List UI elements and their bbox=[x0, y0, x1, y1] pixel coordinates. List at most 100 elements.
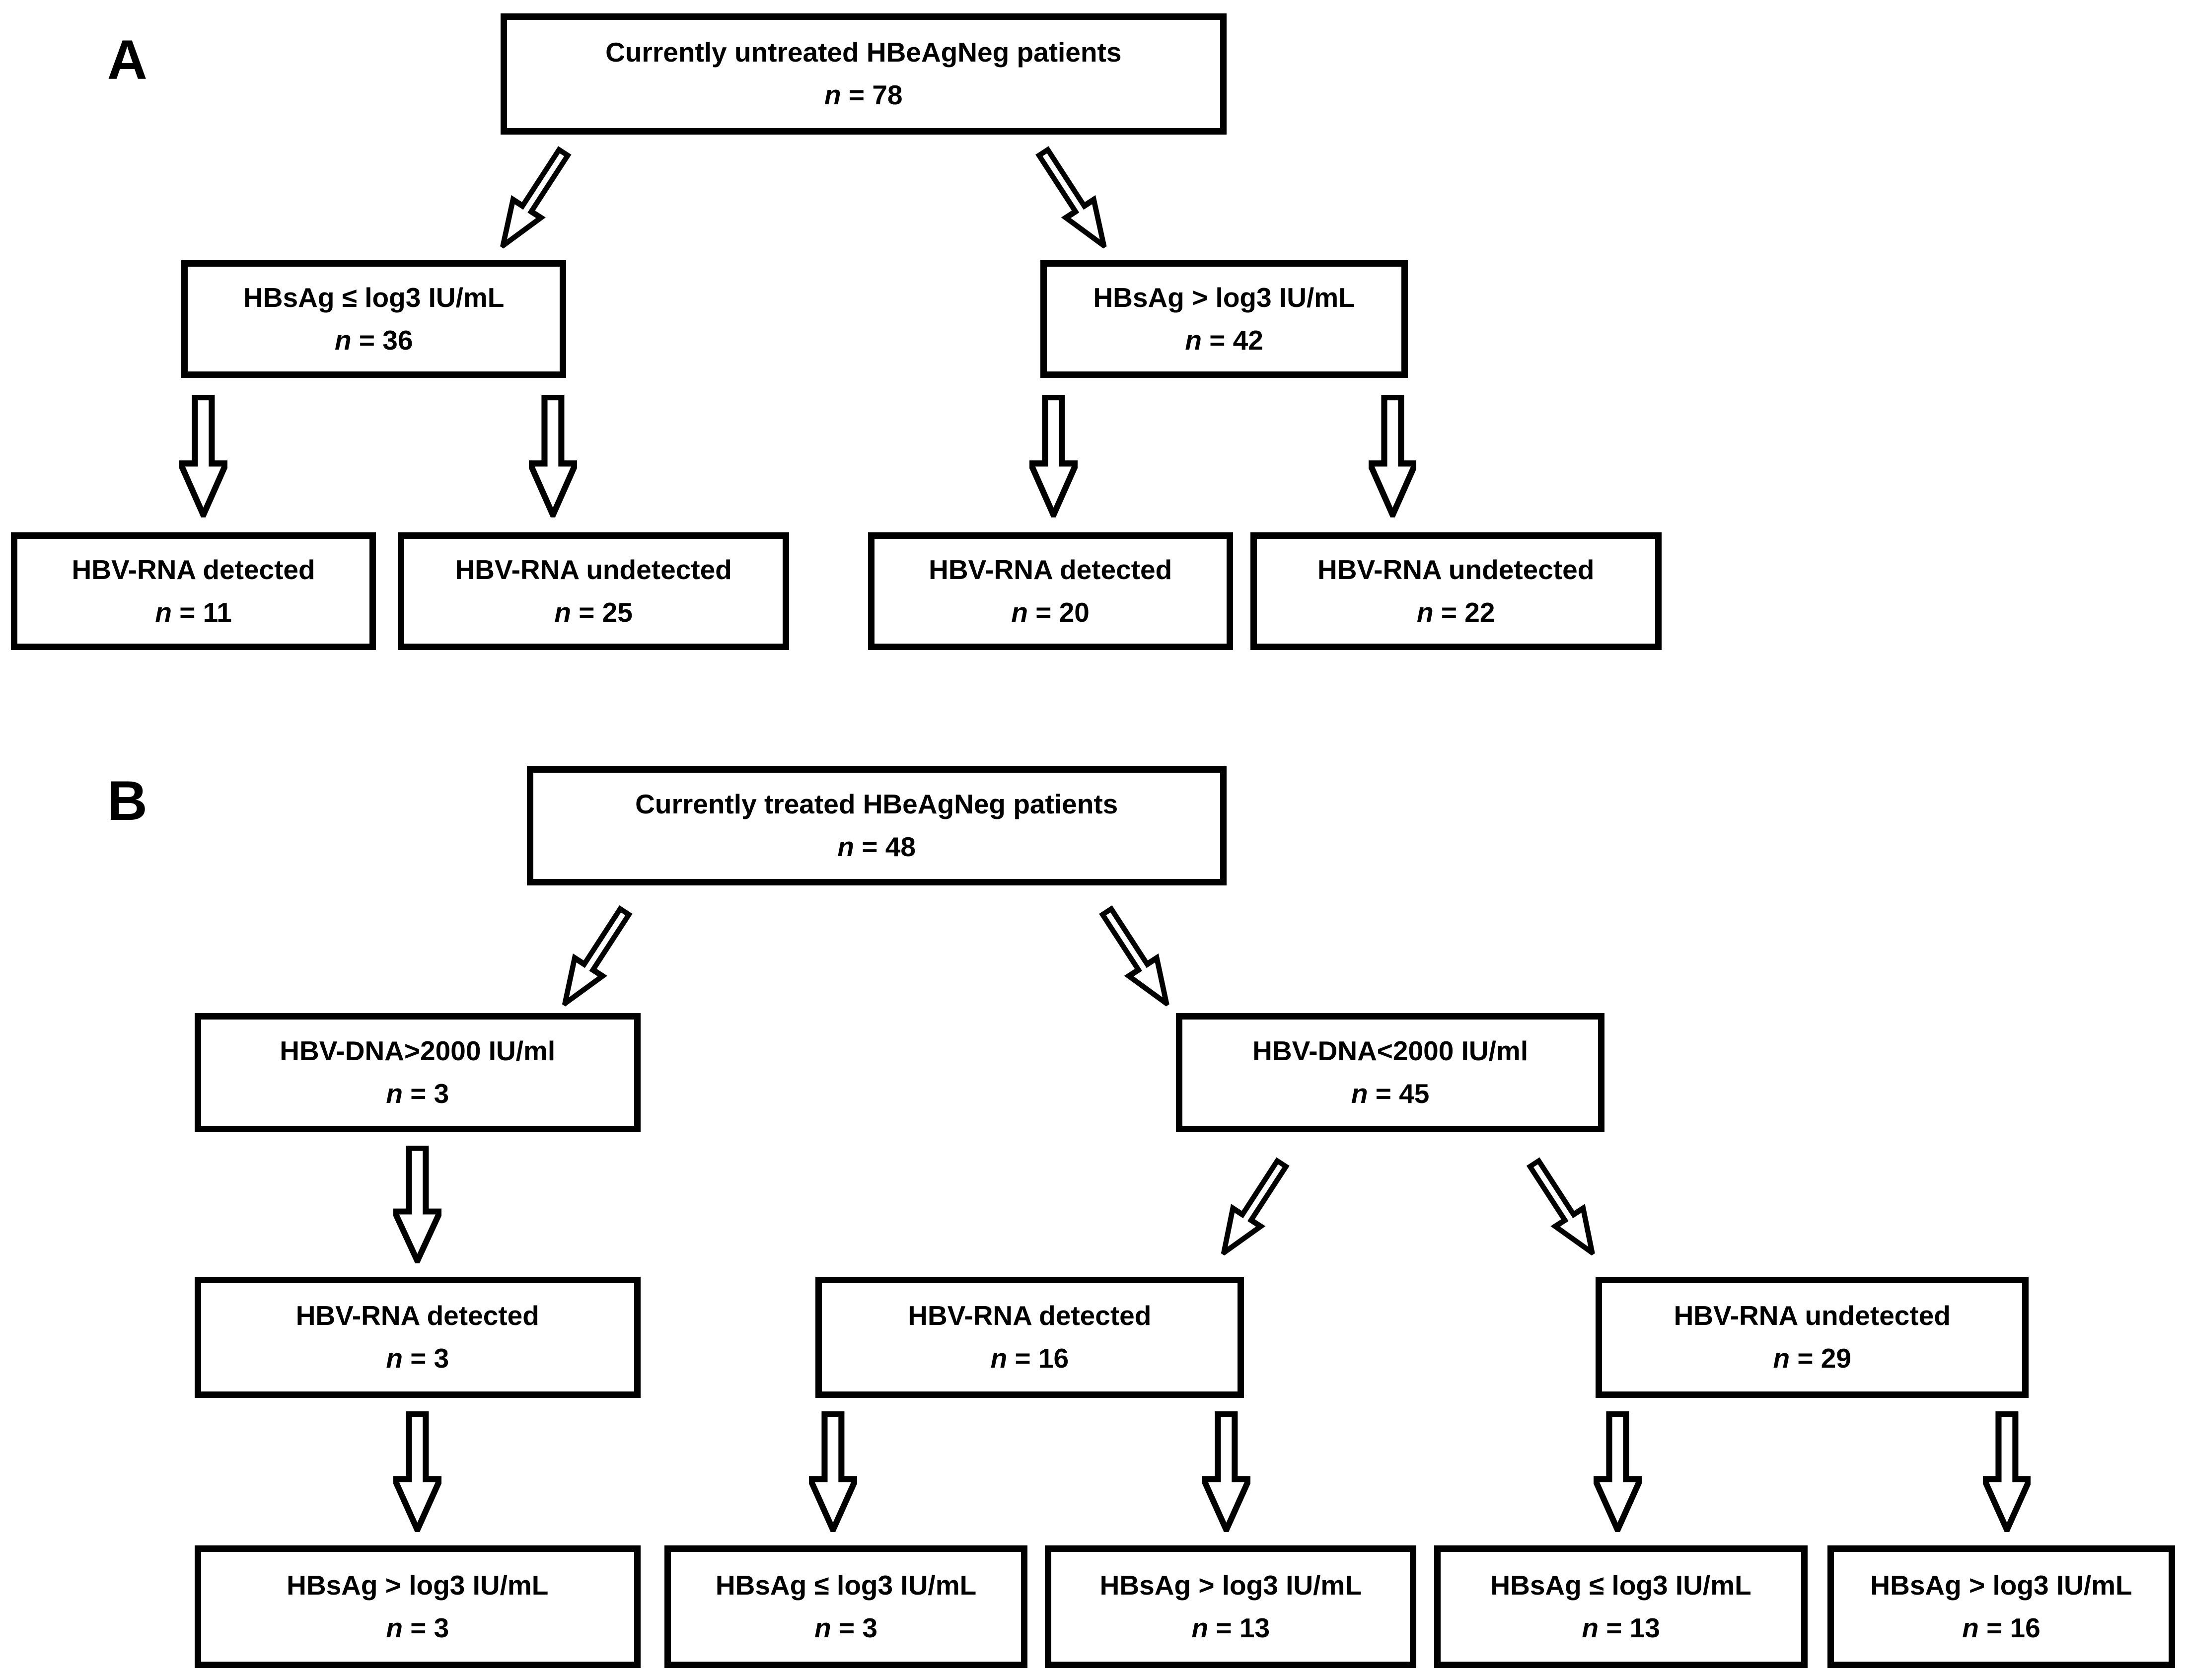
n-value: = 22 bbox=[1433, 596, 1495, 628]
flow-box-b-rna-undetected-29: HBV-RNA undetected n = 29 bbox=[1596, 1277, 2029, 1398]
diagonal-arrow-icon bbox=[1205, 1150, 1300, 1266]
n-symbol: n bbox=[386, 1078, 403, 1109]
box-count: n = 3 bbox=[814, 1612, 878, 1644]
n-value: = 36 bbox=[351, 324, 413, 356]
n-symbol: n bbox=[386, 1612, 403, 1643]
box-count: n = 29 bbox=[1773, 1343, 1851, 1374]
box-count: n = 78 bbox=[824, 79, 903, 111]
n-value: = 78 bbox=[841, 79, 903, 110]
n-symbol: n bbox=[386, 1342, 403, 1374]
flow-box-b-rna-detected-3: HBV-RNA detected n = 3 bbox=[194, 1277, 641, 1398]
flow-box-a-high-rna-detected: HBV-RNA detected n = 20 bbox=[868, 532, 1233, 651]
diagonal-arrow-icon bbox=[1024, 139, 1122, 259]
n-value: = 20 bbox=[1028, 596, 1090, 628]
box-title: HBV-DNA>2000 IU/ml bbox=[280, 1035, 556, 1067]
box-count: n = 22 bbox=[1417, 597, 1495, 628]
n-symbol: n bbox=[990, 1342, 1008, 1374]
box-title: HBsAg > log3 IU/mL bbox=[287, 1570, 549, 1601]
n-value: = 42 bbox=[1201, 324, 1263, 356]
box-title: HBsAg ≤ log3 IU/mL bbox=[243, 282, 505, 313]
down-arrow-icon bbox=[1202, 1411, 1250, 1533]
n-symbol: n bbox=[814, 1612, 831, 1643]
panel-label-B: B bbox=[107, 769, 147, 832]
box-count: n = 25 bbox=[554, 597, 633, 628]
box-title: HBV-RNA detected bbox=[908, 1300, 1152, 1331]
diagonal-arrow-icon bbox=[484, 139, 582, 259]
n-symbol: n bbox=[837, 831, 855, 862]
box-title: HBV-RNA detected bbox=[295, 1300, 539, 1331]
down-arrow-icon bbox=[1368, 394, 1417, 517]
box-count: n = 11 bbox=[155, 597, 231, 628]
panel-label-A: A bbox=[107, 28, 147, 91]
flow-box-a-high-rna-undetected: HBV-RNA undetected n = 22 bbox=[1250, 532, 1662, 651]
n-value: = 29 bbox=[1790, 1342, 1851, 1374]
box-count: n = 3 bbox=[386, 1078, 449, 1109]
flow-box-b-hbsag-high-3: HBsAg > log3 IU/mL n = 3 bbox=[194, 1545, 641, 1669]
flow-box-b-hbsag-low-3: HBsAg ≤ log3 IU/mL n = 3 bbox=[664, 1545, 1027, 1669]
box-count: n = 16 bbox=[991, 1343, 1069, 1374]
n-value: = 3 bbox=[402, 1342, 449, 1374]
n-value: = 3 bbox=[831, 1612, 878, 1643]
n-value: = 3 bbox=[402, 1078, 449, 1109]
down-arrow-icon bbox=[1029, 394, 1078, 517]
box-title: Currently untreated HBeAgNeg patients bbox=[605, 37, 1122, 68]
n-value: = 16 bbox=[1007, 1342, 1069, 1374]
box-count: n = 3 bbox=[386, 1612, 449, 1644]
box-title: HBV-DNA<2000 IU/ml bbox=[1252, 1035, 1529, 1067]
box-title: HBsAg ≤ log3 IU/mL bbox=[715, 1570, 977, 1601]
n-value: = 11 bbox=[171, 596, 232, 628]
down-arrow-icon bbox=[529, 394, 578, 517]
flow-box-b-hbsag-low-13: HBsAg ≤ log3 IU/mL n = 13 bbox=[1434, 1545, 1808, 1669]
n-symbol: n bbox=[1773, 1342, 1790, 1374]
n-symbol: n bbox=[1185, 324, 1202, 356]
n-value: = 13 bbox=[1208, 1612, 1270, 1643]
flow-box-a-root: Currently untreated HBeAgNeg patients n =… bbox=[501, 13, 1227, 135]
down-arrow-icon bbox=[1594, 1411, 1642, 1533]
n-symbol: n bbox=[1962, 1612, 1979, 1643]
box-title: HBsAg > log3 IU/mL bbox=[1870, 1570, 2132, 1601]
box-count: n = 20 bbox=[1011, 597, 1090, 628]
down-arrow-icon bbox=[179, 394, 227, 517]
box-count: n = 36 bbox=[335, 325, 413, 356]
n-symbol: n bbox=[1351, 1078, 1368, 1109]
flow-box-b-hbsag-high-16: HBsAg > log3 IU/mL n = 16 bbox=[1827, 1545, 2175, 1669]
box-title: HBsAg ≤ log3 IU/mL bbox=[1490, 1570, 1751, 1601]
flow-box-b-dna-high: HBV-DNA>2000 IU/ml n = 3 bbox=[194, 1013, 641, 1133]
box-count: n = 13 bbox=[1191, 1612, 1270, 1644]
n-value: = 3 bbox=[402, 1612, 449, 1643]
n-value: = 48 bbox=[854, 831, 916, 862]
flow-box-b-root: Currently treated HBeAgNeg patients n = 4… bbox=[526, 766, 1227, 885]
flow-box-a-low-rna-detected: HBV-RNA detected n = 11 bbox=[11, 532, 376, 651]
box-count: n = 3 bbox=[386, 1343, 449, 1374]
diagonal-arrow-icon bbox=[546, 898, 643, 1017]
box-title: HBV-RNA undetected bbox=[455, 554, 732, 585]
down-arrow-icon bbox=[393, 1146, 442, 1263]
box-title: HBV-RNA detected bbox=[72, 554, 315, 585]
n-symbol: n bbox=[155, 596, 172, 628]
n-symbol: n bbox=[1416, 596, 1434, 628]
n-value: = 25 bbox=[571, 596, 633, 628]
n-symbol: n bbox=[824, 79, 841, 110]
n-symbol: n bbox=[1582, 1612, 1599, 1643]
n-symbol: n bbox=[334, 324, 352, 356]
box-count: n = 16 bbox=[1962, 1612, 2040, 1644]
down-arrow-icon bbox=[808, 1411, 857, 1533]
n-symbol: n bbox=[1191, 1612, 1209, 1643]
box-title: HBV-RNA detected bbox=[929, 554, 1172, 585]
flow-box-b-hbsag-high-13: HBsAg > log3 IU/mL n = 13 bbox=[1045, 1545, 1417, 1669]
box-title: Currently treated HBeAgNeg patients bbox=[635, 788, 1118, 819]
box-title: HBsAg > log3 IU/mL bbox=[1093, 282, 1355, 313]
diagonal-arrow-icon bbox=[1516, 1150, 1611, 1266]
n-value: = 13 bbox=[1598, 1612, 1660, 1643]
box-count: n = 45 bbox=[1351, 1078, 1430, 1109]
box-title: HBV-RNA undetected bbox=[1674, 1300, 1951, 1331]
box-title: HBV-RNA undetected bbox=[1317, 554, 1595, 585]
flow-box-a-hbsag-low: HBsAg ≤ log3 IU/mL n = 36 bbox=[181, 260, 567, 378]
box-title: HBsAg > log3 IU/mL bbox=[1099, 1570, 1362, 1601]
flow-box-a-low-rna-undetected: HBV-RNA undetected n = 25 bbox=[398, 532, 790, 651]
n-value: = 45 bbox=[1368, 1078, 1430, 1109]
box-count: n = 13 bbox=[1582, 1612, 1660, 1644]
flow-box-b-dna-low: HBV-DNA<2000 IU/ml n = 45 bbox=[1176, 1013, 1605, 1133]
down-arrow-icon bbox=[1982, 1411, 2031, 1533]
